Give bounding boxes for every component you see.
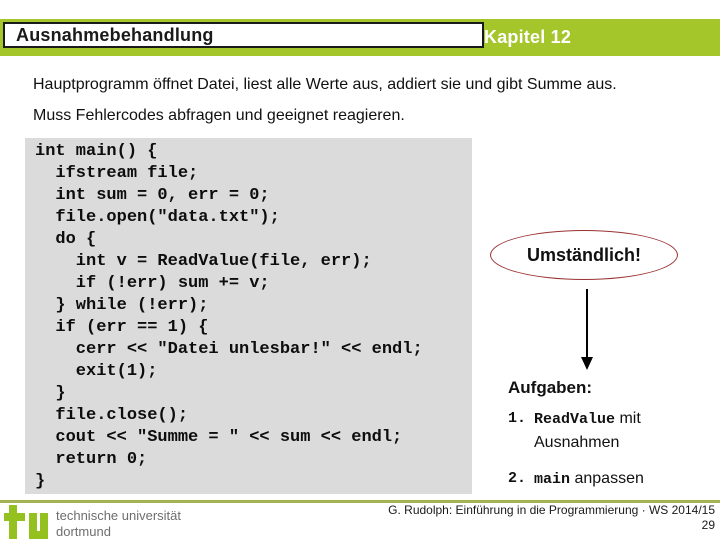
task-code-term: ReadValue: [534, 411, 616, 428]
task-number: 2.: [508, 470, 527, 487]
task-number: 1.: [508, 410, 527, 427]
university-name-line2: dortmund: [56, 524, 111, 539]
tasks-heading: Aufgaben:: [508, 378, 593, 397]
callout-label: Umständlich!: [526, 244, 641, 265]
university-name-line1: technische universität: [56, 508, 182, 523]
task-text: anpassen: [574, 470, 644, 487]
task-text: mit Ausnahmen: [534, 410, 641, 451]
task-item: 2. main anpassen: [508, 467, 708, 491]
task-code-term: main: [534, 471, 571, 488]
tu-dortmund-logo-icon: [4, 505, 48, 539]
footer-separator: [0, 500, 720, 503]
task-body: ReadValue mit Ausnahmen: [534, 407, 684, 454]
code-block: int main() { ifstream file; int sum = 0,…: [25, 138, 472, 494]
callout-ellipse: Umständlich!: [490, 230, 678, 280]
tasks-list: 1. ReadValue mit Ausnahmen 2. main anpas…: [508, 407, 708, 504]
page-number: 29: [701, 518, 715, 532]
chapter-label: Kapitel 12: [484, 27, 572, 47]
university-name: technische universität dortmund: [56, 508, 181, 540]
task-item: 1. ReadValue mit Ausnahmen: [508, 407, 708, 454]
down-arrow-icon: [581, 289, 593, 370]
intro-line-2: Muss Fehlercodes abfragen und geeignet r…: [33, 107, 405, 124]
title-box: Ausnahmebehandlung: [3, 22, 484, 48]
page-title: Ausnahmebehandlung: [16, 24, 214, 45]
footer-credit: G. Rudolph: Einführung in die Programmie…: [388, 503, 715, 517]
task-body: main anpassen: [534, 467, 684, 491]
intro-line-1: Hauptprogramm öffnet Datei, liest alle W…: [33, 76, 617, 93]
